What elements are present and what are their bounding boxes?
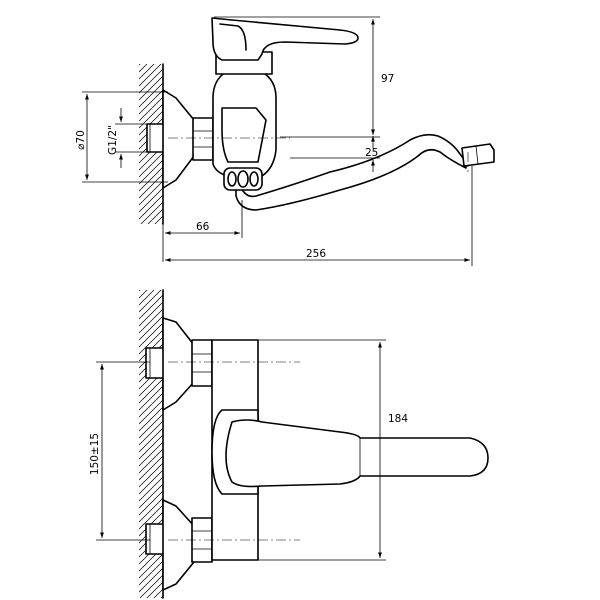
wall-hatch-line bbox=[139, 64, 155, 80]
wall-hatch-line bbox=[139, 574, 163, 598]
wall-hatch-line bbox=[139, 64, 162, 87]
wall-hatch-line bbox=[139, 406, 163, 432]
wall-hatch-line bbox=[147, 208, 163, 224]
wall-hatch-line bbox=[139, 462, 163, 488]
wall-hatch-line bbox=[161, 222, 163, 224]
wall-hatch-line bbox=[139, 392, 163, 418]
dim-25-label: 25 bbox=[365, 147, 378, 159]
dim-thread-label: G1/2" bbox=[107, 125, 119, 155]
wall-hatch-line bbox=[160, 595, 163, 598]
wall-hatch-line bbox=[139, 64, 141, 66]
dim-97: 97 bbox=[214, 16, 394, 138]
wall-hatch-line bbox=[139, 294, 163, 320]
wall-hatch-line bbox=[139, 315, 163, 341]
dim-flange-diameter: ⌀70 bbox=[75, 91, 168, 183]
wall-hatch-line bbox=[139, 68, 163, 94]
dim-184-label: 184 bbox=[388, 413, 408, 425]
wall-hatch-line bbox=[139, 301, 163, 327]
wall-hatch-line bbox=[139, 64, 148, 73]
wall-hatch-line bbox=[139, 290, 162, 313]
wall-hatch-line bbox=[139, 290, 141, 292]
dim-flange-diameter-label: ⌀70 bbox=[75, 130, 87, 150]
wall-hatch-line bbox=[139, 34, 163, 58]
dim-25: 25 bbox=[290, 136, 380, 172]
wall-hatch-line bbox=[154, 215, 163, 224]
wall-hatch-line bbox=[139, 173, 163, 199]
dim-spacing: 150±15 bbox=[89, 361, 150, 541]
wall-hatch-line bbox=[139, 180, 163, 206]
wall-hatch-line bbox=[139, 413, 163, 439]
wall-hatch-line bbox=[139, 96, 163, 122]
wall-hatch-line bbox=[139, 427, 163, 453]
wall-hatch-line bbox=[146, 581, 163, 598]
wall-hatch-line bbox=[139, 483, 163, 509]
wall-hatch-line bbox=[153, 588, 163, 598]
wall-hatch-line bbox=[139, 166, 163, 192]
wall-hatch-line bbox=[139, 159, 163, 185]
dim-66: 66 bbox=[162, 200, 243, 262]
lever-front bbox=[211, 409, 489, 495]
top-view: 97 25 66 256 ⌀70 bbox=[75, 16, 495, 266]
dim-thread: G1/2" bbox=[107, 108, 150, 168]
wall-hatch-line bbox=[139, 385, 163, 411]
wall-hatch-line bbox=[139, 290, 155, 306]
wall-hatch-line bbox=[139, 75, 163, 101]
wall-hatch-line bbox=[139, 378, 163, 404]
dim-spacing-label: 150±15 bbox=[89, 433, 101, 475]
wall-hatch-line bbox=[139, 399, 163, 425]
wall-hatch-line bbox=[139, 469, 163, 495]
wall-hatch-line bbox=[139, 187, 163, 213]
wall-hatch-line bbox=[139, 290, 148, 299]
wall-hatch-line bbox=[139, 322, 163, 348]
wall-hatch-line bbox=[139, 434, 163, 460]
wall-hatch-line bbox=[139, 420, 163, 446]
wall-hatch-line bbox=[139, 560, 163, 586]
wall-hatch-line bbox=[139, 476, 163, 502]
wall-hatch-line bbox=[139, 448, 163, 474]
handle-lever-top bbox=[211, 17, 359, 75]
spout-top bbox=[235, 133, 495, 211]
diverter-knob-top bbox=[223, 167, 263, 191]
wall-hatch-line bbox=[139, 553, 163, 579]
wall-hatch-line bbox=[139, 567, 163, 593]
wall-hatch-line bbox=[139, 152, 163, 178]
wall-hatch-line bbox=[139, 110, 163, 136]
wall-hatch-line bbox=[139, 194, 163, 220]
dim-97-label: 97 bbox=[381, 73, 394, 85]
wall-hatch-line bbox=[139, 308, 163, 334]
wall-hatch-line bbox=[139, 504, 163, 530]
wall-hatch-line bbox=[139, 497, 163, 523]
upper-inlet bbox=[145, 317, 213, 411]
lower-inlet bbox=[145, 499, 213, 591]
dim-256-label: 256 bbox=[306, 248, 326, 260]
wall-hatch-line bbox=[139, 455, 163, 481]
wall-hatch-line bbox=[139, 490, 163, 516]
wall-hatch-line bbox=[140, 201, 163, 224]
wall-hatch-line bbox=[139, 230, 163, 254]
wall-hatch-line bbox=[139, 82, 163, 108]
wall-hatch-line bbox=[139, 441, 163, 467]
dim-256: 256 bbox=[165, 166, 473, 266]
dim-184: 184 bbox=[258, 339, 408, 561]
dim-66-label: 66 bbox=[196, 221, 210, 233]
wall-hatch-line bbox=[139, 260, 163, 284]
flange-top bbox=[162, 89, 195, 189]
wall-hatch-line bbox=[139, 89, 163, 115]
front-view: 184 150±15 bbox=[89, 260, 489, 599]
hex-nut-top bbox=[192, 117, 214, 161]
wall-hatch-line bbox=[139, 329, 163, 355]
